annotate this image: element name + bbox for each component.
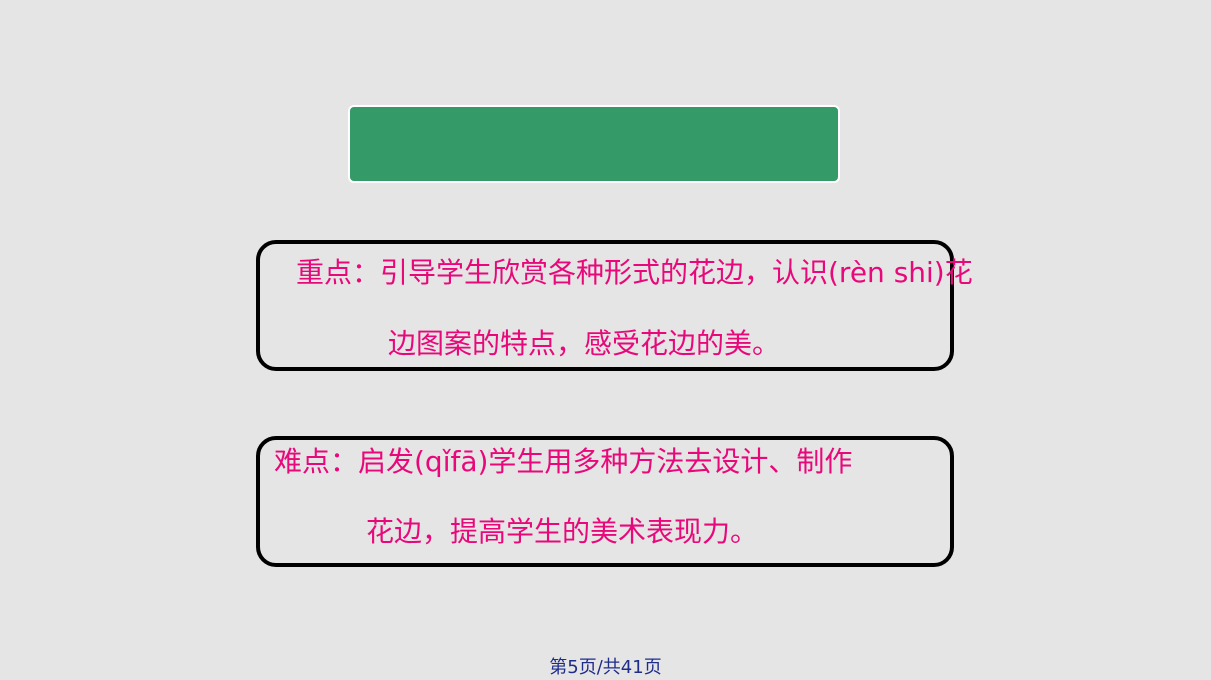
key-point-box xyxy=(256,240,954,371)
key-point-line1: 重点：引导学生欣赏各种形式的花边，认识(rèn shi)花 xyxy=(296,256,973,289)
difficult-point-box xyxy=(256,436,954,567)
page-number: 第5页/共41页 xyxy=(549,657,662,678)
key-point-line2: 边图案的特点，感受花边的美。 xyxy=(388,327,781,360)
difficult-point-line2: 花边，提高学生的美术表现力。 xyxy=(366,515,759,548)
difficult-point-line1: 难点：启发(qǐfā)学生用多种方法去设计、制作 xyxy=(274,445,853,478)
title-bar xyxy=(348,105,840,183)
